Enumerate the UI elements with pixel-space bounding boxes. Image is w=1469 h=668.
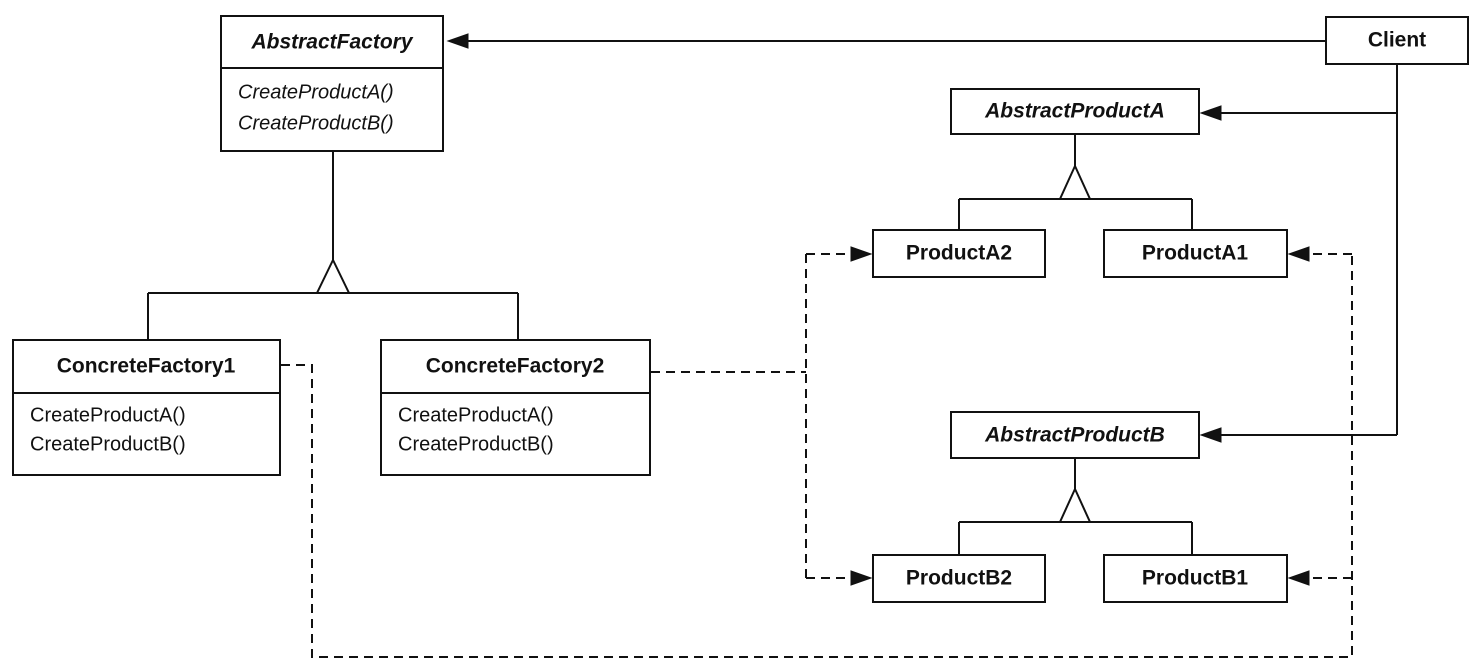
operation-create-product-a: CreateProductA(): [238, 81, 394, 103]
operation-create-product-b: CreateProductB(): [238, 112, 394, 134]
inheritance-abstract-product-b: [958, 458, 1193, 555]
class-abstract-product-b[interactable]: AbstractProductB: [950, 411, 1200, 459]
class-name: ProductA2: [906, 242, 1012, 265]
class-name: ProductB2: [906, 567, 1012, 590]
dependency-concrete-factory2: [651, 246, 873, 586]
association-client-to-abstract-product-a: [1199, 105, 1397, 121]
inheritance-abstract-product-a: [958, 134, 1193, 230]
class-name: AbstractProductA: [984, 100, 1165, 123]
operation-create-product-b: CreateProductB(): [30, 433, 186, 455]
class-product-b1[interactable]: ProductB1: [1103, 554, 1288, 603]
operation-create-product-a: CreateProductA(): [30, 404, 186, 426]
class-name: Client: [1368, 29, 1426, 52]
class-abstract-product-a[interactable]: AbstractProductA: [950, 88, 1200, 135]
operation-create-product-a: CreateProductA(): [398, 404, 554, 426]
class-name: AbstractFactory: [250, 31, 413, 54]
class-product-a2[interactable]: ProductA2: [872, 229, 1046, 278]
class-product-a1[interactable]: ProductA1: [1103, 229, 1288, 278]
generalization-triangle-icon: [1058, 163, 1092, 200]
class-name: ConcreteFactory2: [426, 355, 605, 378]
class-name: AbstractProductB: [984, 424, 1165, 447]
association-client-to-abstract-factory: [446, 33, 1326, 49]
association-client-to-abstract-product-b: [1199, 427, 1397, 443]
dependency-concrete-factory1: [281, 246, 1353, 658]
class-client[interactable]: Client: [1325, 16, 1469, 65]
class-concrete-factory1[interactable]: ConcreteFactory1 CreateProductA() Create…: [12, 339, 281, 476]
class-name: ProductA1: [1142, 242, 1249, 265]
class-name: ProductB1: [1142, 567, 1249, 590]
class-concrete-factory2[interactable]: ConcreteFactory2 CreateProductA() Create…: [380, 339, 651, 476]
class-abstract-factory[interactable]: AbstractFactory CreateProductA() CreateP…: [220, 15, 444, 152]
generalization-triangle-icon: [315, 257, 351, 294]
class-name: ConcreteFactory1: [57, 355, 236, 378]
operation-create-product-b: CreateProductB(): [398, 433, 554, 455]
inheritance-abstract-factory: [147, 151, 519, 340]
generalization-triangle-icon: [1058, 486, 1092, 523]
class-product-b2[interactable]: ProductB2: [872, 554, 1046, 603]
